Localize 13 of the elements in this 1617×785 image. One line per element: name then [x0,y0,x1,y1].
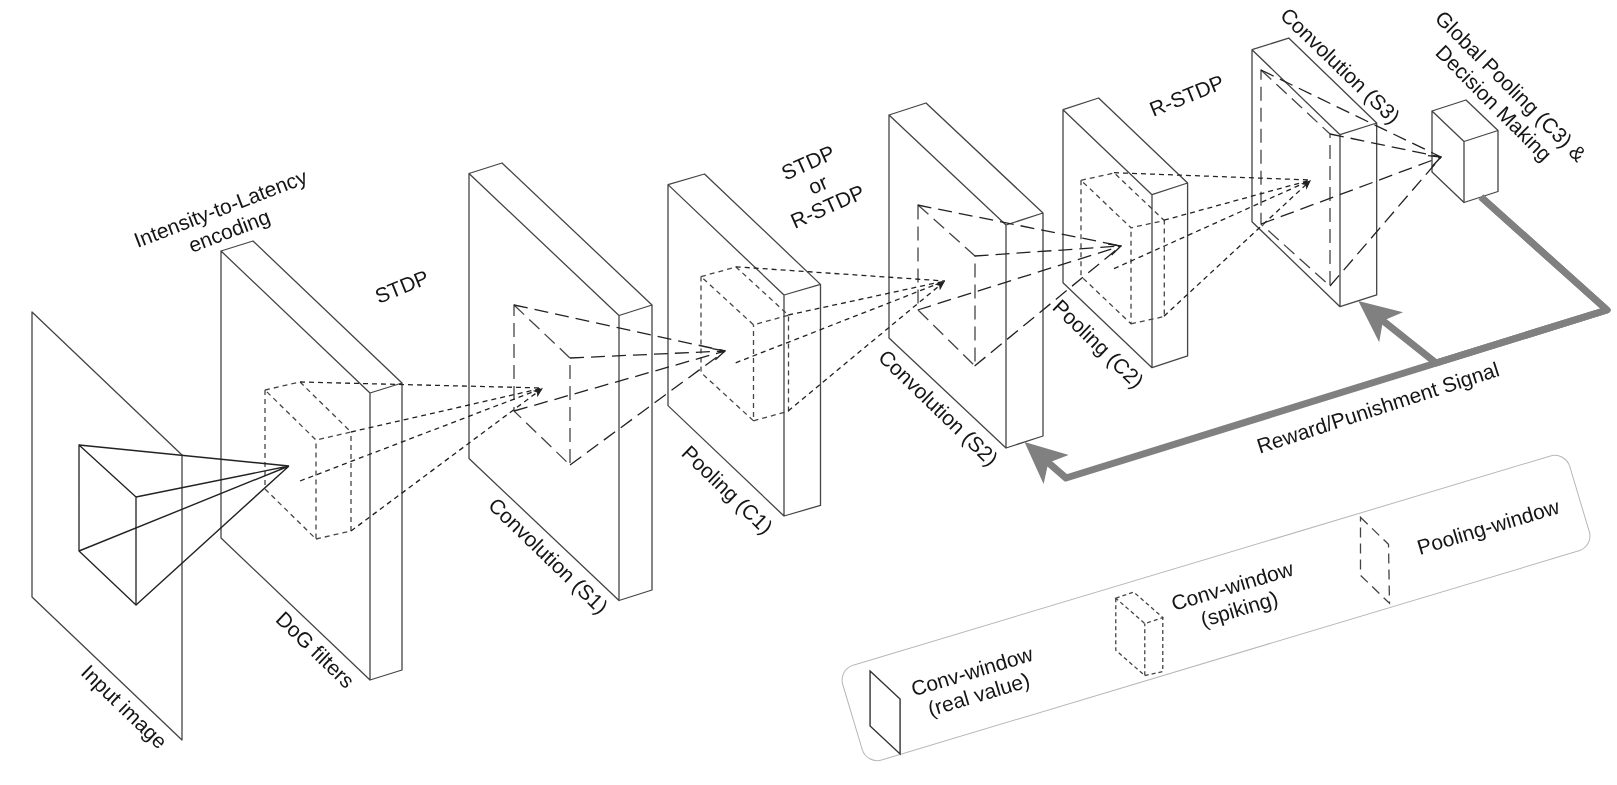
stage-label: STDP [371,265,433,309]
receptive-field-lines [78,444,290,606]
conv-window [264,381,352,540]
receptive-field-lines [299,381,544,532]
receptive-field-lines [1113,172,1312,317]
receptive-field-lines [1260,69,1442,287]
receptive-field-lines [916,204,1122,367]
conv-window [699,265,790,422]
conv-window [78,444,137,606]
pooling-window [513,304,571,466]
receptive-field-lines [735,266,946,412]
receptive-field-lines [513,304,726,466]
feedback-arrow [1025,194,1611,483]
